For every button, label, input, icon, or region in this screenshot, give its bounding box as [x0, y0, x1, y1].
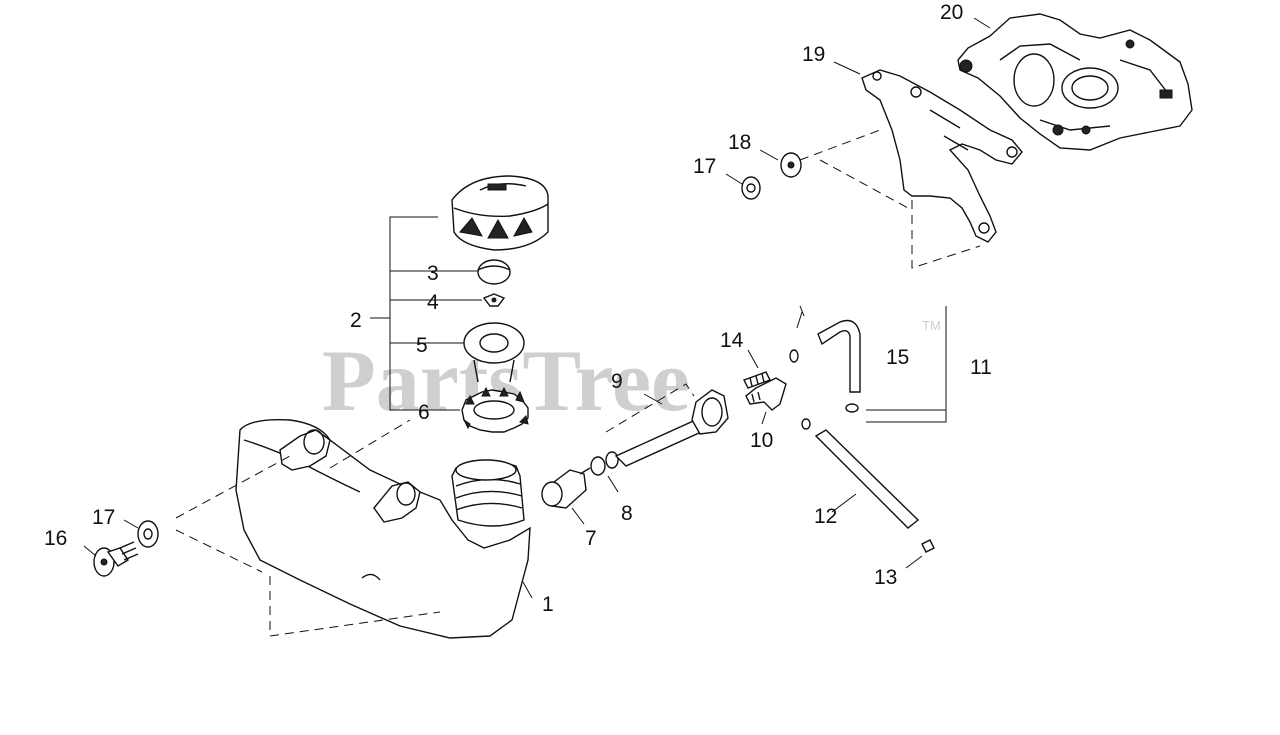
part-7-fuel-filter: [541, 467, 591, 509]
callout-6: 6: [418, 401, 430, 424]
part-2-sub-leaders: [370, 270, 482, 344]
part-2-fuel-cap-assembly: [451, 175, 549, 251]
callout-11: 11: [970, 356, 992, 379]
callout-16: 16: [44, 527, 67, 550]
part-17-washer-upper: [741, 176, 761, 200]
part-16-bolt: [93, 541, 139, 577]
callout-12: 12: [814, 505, 837, 528]
part-10-tee-fitting: [745, 377, 787, 411]
part-8-grommet: [590, 451, 619, 476]
callout-7: 7: [585, 527, 597, 550]
part-1-fuel-tank: [235, 419, 531, 639]
callout-15: 15: [886, 346, 909, 369]
callout-2: 2: [350, 309, 362, 332]
callout-9: 9: [611, 370, 623, 393]
part-13-hose-end: [921, 539, 935, 553]
part-18-washer: [780, 152, 802, 178]
part-3-cap-filter: [477, 259, 511, 285]
callout-13: 13: [874, 566, 897, 589]
part-11-bracket-line: [866, 306, 947, 423]
watermark-trademark: TM: [922, 318, 941, 333]
o-ring-upper: [789, 349, 799, 363]
part-17-washer-lower: [137, 520, 159, 548]
part-20-engine-case: [957, 13, 1193, 151]
part-9-fuel-line: [614, 389, 729, 467]
partstree-watermark: PartsTree TM: [322, 318, 941, 430]
part-5-cap-gasket: [463, 322, 525, 383]
part-2-bracket-line: [389, 216, 460, 411]
callout-14: 14: [720, 329, 744, 352]
part-14-fitting: [743, 371, 771, 389]
part-19-bracket: [861, 69, 1023, 243]
callout-3: 3: [427, 262, 439, 285]
callout-5: 5: [416, 334, 428, 357]
callout-18: 18: [728, 131, 751, 154]
callout-17-lower: 17: [92, 506, 115, 529]
callout-19: 19: [802, 43, 825, 66]
part-6-cap-ring: [461, 386, 529, 433]
callout-8: 8: [621, 502, 633, 525]
callout-20: 20: [940, 1, 963, 24]
callout-17-upper: 17: [693, 155, 716, 178]
callout-10: 10: [750, 429, 773, 452]
part-15-elbow-hose: [817, 319, 861, 413]
callout-1: 1: [542, 593, 554, 616]
part-4-retainer: [482, 293, 506, 307]
callout-4: 4: [427, 291, 439, 314]
part-11-leader: [796, 305, 805, 329]
callout-labels: 1 2 3 4 5 6 7 8 9 10 11 12 13 14 15 16 1…: [44, 1, 992, 616]
leader-lines: [83, 17, 991, 599]
part-12-hose: [814, 429, 920, 529]
o-ring-lower: [801, 418, 811, 430]
